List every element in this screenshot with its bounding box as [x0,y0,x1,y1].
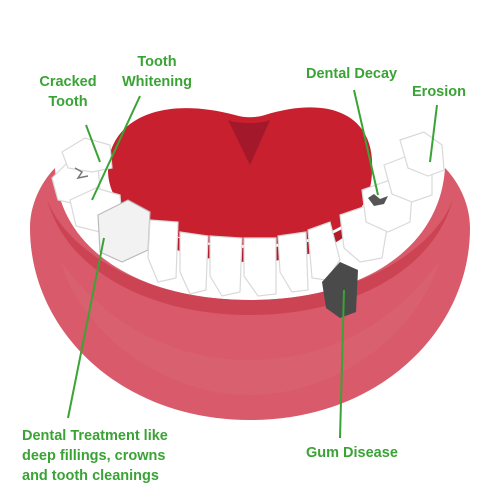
tooth-left-central [209,235,243,297]
tooth-right-central [243,237,277,297]
label-gum-disease: Gum Disease [306,443,398,463]
label-tooth-whitening-line1: Tooth [137,54,177,70]
leader-lines [67,89,438,439]
leader-erosion [429,104,438,163]
tooth-right-lateral [277,231,309,293]
tooth-left-lateral [179,231,209,295]
molar-left-2 [61,137,113,173]
label-tooth-whitening-line2: Whitening [121,74,193,90]
label-dental-treatment-line2: deep fillings, crowns [22,448,166,464]
decay-spot [368,194,388,206]
label-dental-treatment-line3: and tooth cleanings [22,468,159,484]
label-dental-treatment-line1: Dental Treatment like [22,428,168,444]
tongue-underside [115,195,372,262]
tooth-left-canine [147,219,179,283]
tooth-crack [74,167,89,180]
label-erosion-line1: Erosion [412,84,466,100]
label-cracked-tooth-line2: Tooth [48,94,88,110]
label-gum-disease-line1: Gum Disease [306,445,398,461]
label-dental-decay-line1: Dental Decay [306,66,398,82]
label-dental-decay: Dental Decay [306,64,397,84]
label-cracked-tooth: Cracked Tooth [34,72,102,112]
leader-tooth-whitening [91,95,141,201]
teeth [51,131,445,297]
leader-gum-disease [339,289,345,439]
label-erosion: Erosion [412,82,466,102]
leader-dental-decay [353,89,379,196]
tongue-groove [228,120,270,165]
label-cracked-tooth-line1: Cracked [39,74,97,90]
leader-dental-treatment [67,237,105,419]
leader-cracked-tooth [85,124,101,163]
label-dental-treatment: Dental Treatment like deep fillings, cro… [22,426,168,486]
label-tooth-whitening: Tooth Whitening [112,52,202,92]
tongue [108,107,373,245]
gum-shading [60,260,440,395]
gum-disease-area [322,262,358,318]
